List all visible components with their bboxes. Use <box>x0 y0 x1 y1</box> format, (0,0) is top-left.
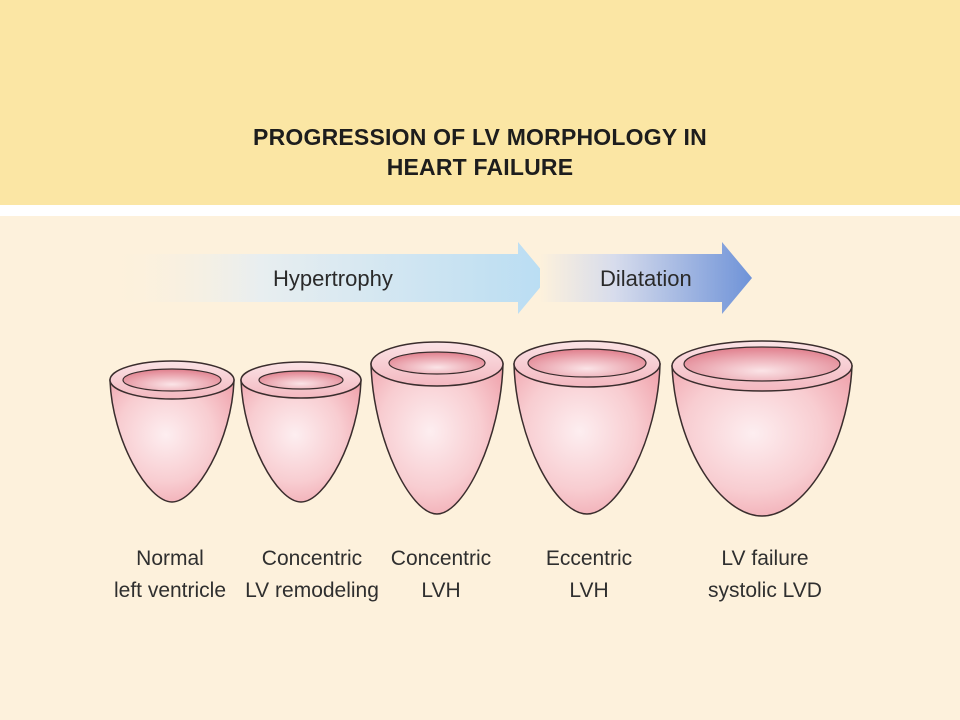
dilatation-arrow <box>540 242 752 314</box>
title-line-1: PROGRESSION OF LV MORPHOLOGY IN <box>253 124 707 150</box>
ventricle-normal <box>109 360 235 503</box>
diagram-title: PROGRESSION OF LV MORPHOLOGY IN HEART FA… <box>0 122 960 182</box>
ventricle-concentric-lvh <box>370 341 504 515</box>
caption-normal: Normal left ventricle <box>85 543 255 607</box>
caption-eccentric-lvh: Eccentric LVH <box>504 543 674 607</box>
caption-line: Normal <box>136 547 204 570</box>
caption-line: left ventricle <box>113 579 227 602</box>
hypertrophy-label: Hypertrophy <box>273 266 393 291</box>
caption-concentric-remodeling: Concentric LV remodeling <box>227 543 397 607</box>
caption-line: LVH <box>569 579 609 602</box>
title-band <box>0 0 960 205</box>
title-line-2: HEART FAILURE <box>386 154 574 180</box>
ventricle-lv-failure <box>671 340 853 517</box>
caption-line: Eccentric <box>545 547 633 570</box>
ventricle-concentric-remodeling <box>240 361 362 503</box>
caption-line: LVH <box>421 579 461 602</box>
caption-lv-failure: LV failure systolic LVD <box>680 543 850 607</box>
caption-line: systolic LVD <box>708 579 822 602</box>
caption-line: Concentric <box>390 547 492 570</box>
ventricle-eccentric-lvh <box>513 340 661 515</box>
hypertrophy-arrow <box>105 242 548 314</box>
caption-line: LV remodeling <box>245 579 379 602</box>
caption-concentric-lvh: Concentric LVH <box>356 543 526 607</box>
dilatation-label: Dilatation <box>600 266 692 291</box>
caption-line: Concentric <box>261 547 363 570</box>
caption-line: LV failure <box>721 547 809 570</box>
